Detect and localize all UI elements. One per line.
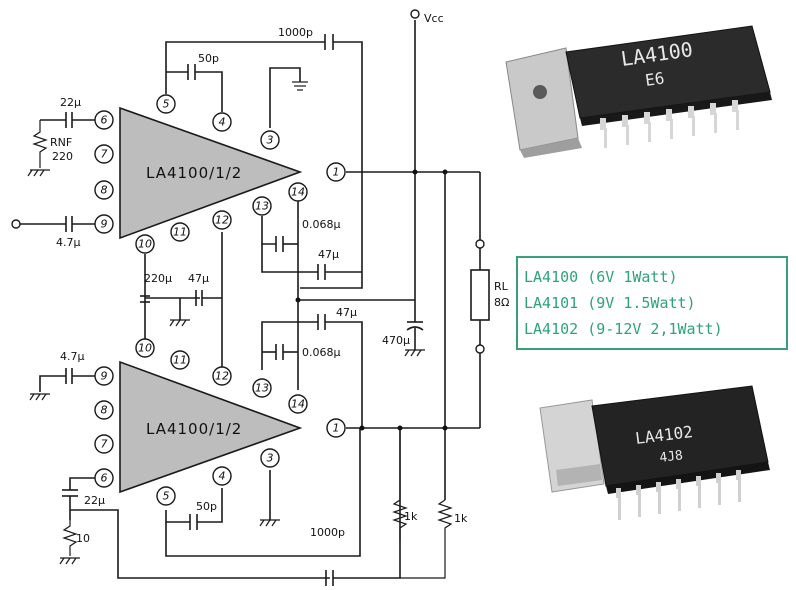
top-pin-label: 6: [101, 114, 108, 127]
top-pin-1: [326, 162, 346, 182]
cap-4u7-top-label: 4.7μ: [56, 236, 81, 249]
bottom-pin-label: 3: [267, 452, 274, 465]
top-pin-11: [170, 222, 190, 242]
vcc-label: Vcc: [424, 12, 444, 25]
cap-4u7-bot-label: 4.7μ: [60, 350, 85, 363]
top-pin-5: [156, 94, 176, 114]
bottom-pin-1: [326, 418, 346, 438]
cap-1000p-top-label: 1000p: [278, 26, 313, 39]
top-pin-3: [260, 130, 280, 150]
r-1k-a-label: 1k: [404, 510, 418, 523]
rnf-label: RNF: [50, 136, 72, 149]
cap-50p-bot-label: 50p: [196, 500, 217, 513]
top-pin-label: 10: [138, 238, 152, 251]
bottom-pin-label: 1: [333, 422, 340, 435]
top-pin-12: [212, 210, 232, 230]
bottom-pin-label: 5: [163, 490, 170, 503]
top-pin-label: 11: [173, 226, 187, 239]
rnf-bot-value: 10: [76, 532, 90, 545]
top-pin-9: [94, 214, 114, 234]
rl-label: RL: [494, 280, 509, 293]
bottom-pin-10: [135, 338, 155, 358]
top-pin-label: 12: [215, 214, 229, 227]
chip-la4100: LA4100 E6: [505, 25, 772, 158]
cap-1000p-bot-label: 1000p: [310, 526, 345, 539]
bottom-pin-6: [94, 468, 114, 488]
cap-0068-top-label: 0.068μ: [302, 218, 341, 231]
top-pin-label: 9: [101, 218, 108, 231]
top-pin-label: 14: [291, 186, 305, 199]
top-pin-14: [288, 182, 308, 202]
top-pin-label: 4: [219, 116, 226, 129]
bottom-pin-label: 8: [101, 404, 108, 417]
spec-box: LA4100 (6V 1Watt) LA4101 (9V 1.5Watt) LA…: [516, 256, 788, 350]
cap-22u-top-label: 22μ: [60, 96, 81, 109]
top-pin-6: [94, 110, 114, 130]
top-pin-10: [135, 234, 155, 254]
chip-la4102-code: 4J8: [659, 448, 684, 466]
bottom-pin-label: 6: [101, 472, 108, 485]
input-terminal-top: [11, 219, 21, 229]
bottom-pin-4: [212, 466, 232, 486]
bottom-pin-label: 4: [219, 470, 226, 483]
chip-la4100-code: E6: [644, 68, 666, 89]
top-pin-7: [94, 144, 114, 164]
top-pin-13: [252, 196, 272, 216]
cap-22u-bot-label: 22μ: [84, 494, 105, 507]
bottom-pin-label: 13: [255, 382, 269, 395]
bottom-pin-14: [288, 394, 308, 414]
bottom-pin-label: 10: [138, 342, 152, 355]
cap-220u-label: 220μ: [144, 272, 172, 285]
top-pin-8: [94, 180, 114, 200]
bottom-pin-8: [94, 400, 114, 420]
amplifier-top-label: LA4100/1/2: [146, 164, 242, 182]
bottom-pin-label: 14: [291, 398, 305, 411]
rnf-value: 220: [52, 150, 73, 163]
top-pin-label: 1: [333, 166, 340, 179]
bottom-pin-label: 9: [101, 370, 108, 383]
top-pin-4: [212, 112, 232, 132]
top-pin-label: 8: [101, 184, 108, 197]
spec-line-la4101: LA4101 (9V 1.5Watt): [524, 294, 696, 312]
amplifier-bottom: [119, 360, 303, 494]
bottom-pin-label: 7: [101, 438, 108, 451]
amplifier-bottom-label: LA4100/1/2: [146, 420, 242, 438]
bottom-pin-3: [260, 448, 280, 468]
cap-47u-mid-label: 47μ: [188, 272, 209, 285]
bottom-pin-label: 12: [215, 370, 229, 383]
bottom-pin-12: [212, 366, 232, 386]
top-pin-label: 5: [163, 98, 170, 111]
bottom-pin-13: [252, 378, 272, 398]
spec-line-la4102: LA4102 (9-12V 2,1Watt): [524, 320, 723, 338]
bottom-pin-11: [170, 350, 190, 370]
rl-value: 8Ω: [494, 296, 509, 309]
spec-line-la4100: LA4100 (6V 1Watt): [524, 268, 678, 286]
r-1k-b-label: 1k: [454, 512, 468, 525]
bottom-pin-9: [94, 366, 114, 386]
top-pin-label: 7: [101, 148, 108, 161]
cap-0068-bot-label: 0.068μ: [302, 346, 341, 359]
top-pin-label: 3: [267, 134, 274, 147]
vcc-terminal: [410, 9, 420, 19]
cap-470u-label: 470μ: [382, 334, 410, 347]
cap-47u-top-label: 47μ: [318, 248, 339, 261]
amplifier-top: [119, 106, 303, 240]
cap-50p-top-label: 50p: [198, 52, 219, 65]
load-resistor: [470, 269, 490, 321]
chip-la4102: LA4102 4J8: [539, 385, 770, 520]
top-pin-label: 13: [255, 200, 269, 213]
cap-47u-bot-label: 47μ: [336, 306, 357, 319]
bottom-pin-7: [94, 434, 114, 454]
bottom-pin-5: [156, 486, 176, 506]
bottom-pin-label: 11: [173, 354, 187, 367]
